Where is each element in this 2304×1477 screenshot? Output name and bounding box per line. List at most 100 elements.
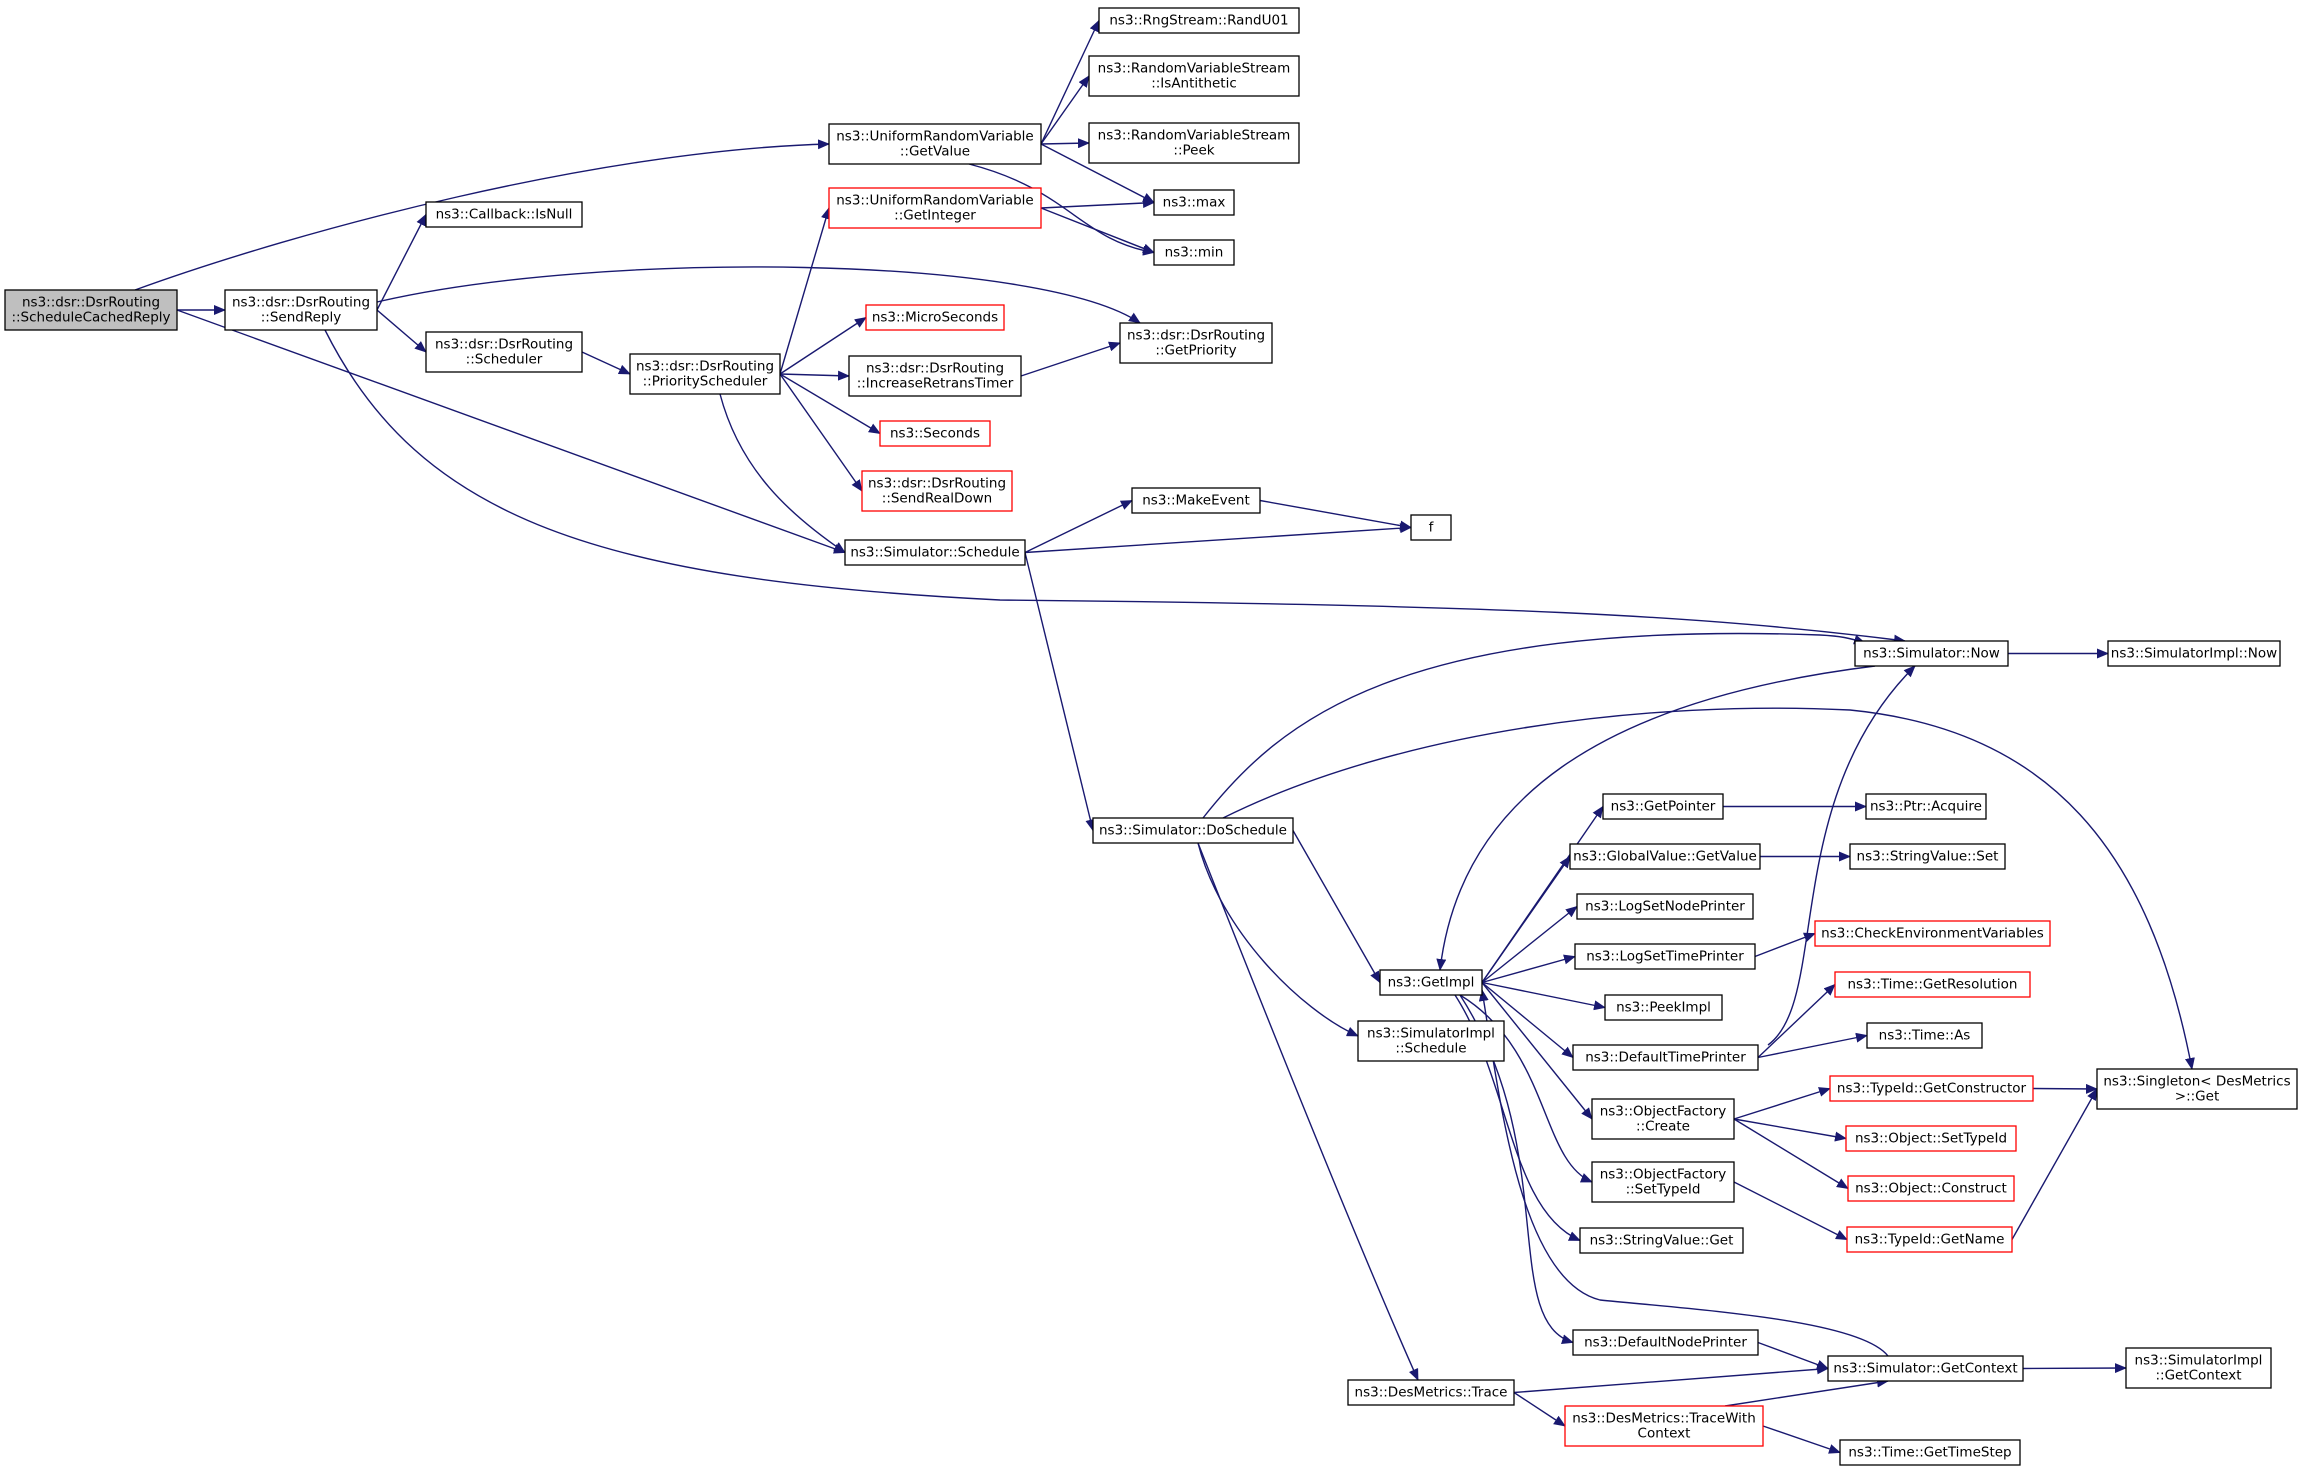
edge-getimpl-to-logsetnodeprinter	[1481, 905, 1578, 984]
node-isantithetic[interactable]: ns3::RandomVariableStream::IsAntithetic	[1088, 55, 1300, 97]
node-stringvalue-get[interactable]: ns3::StringValue::Get	[1579, 1227, 1744, 1254]
node-label: ns3::Time::GetTimeStep	[1848, 1445, 2011, 1461]
node-simimpl-now[interactable]: ns3::SimulatorImpl::Now	[2107, 640, 2281, 667]
node-box	[1357, 1020, 1505, 1062]
node-objfactory-settypeid[interactable]: ns3::ObjectFactory::SetTypeId	[1591, 1161, 1735, 1203]
edge-getimpl-to-objfactory_settypeid	[1459, 994, 1593, 1183]
node-min[interactable]: ns3::min	[1153, 239, 1235, 266]
node-sendreply[interactable]: ns3::dsr::DsrRouting::SendReply	[224, 289, 378, 331]
node-urv-getinteger[interactable]: ns3::UniformRandomVariable::GetInteger	[828, 187, 1042, 229]
node-label: ns3::dsr::DsrRouting	[868, 476, 1006, 492]
node-box	[865, 304, 1005, 331]
node-label: ns3::TypeId::GetConstructor	[1837, 1081, 2027, 1097]
node-stringvalue-set[interactable]: ns3::StringValue::Set	[1849, 843, 2006, 870]
node-label: ns3::DefaultNodePrinter	[1584, 1335, 1747, 1351]
node-box	[1347, 1379, 1515, 1406]
node-root: ns3::dsr::DsrRouting::ScheduleCachedRepl…	[4, 289, 178, 331]
node-logsettimeprinter[interactable]: ns3::LogSetTimePrinter	[1574, 943, 1756, 970]
node-label: ns3::UniformRandomVariable	[836, 193, 1034, 209]
node-label: ::GetPriority	[1155, 343, 1236, 359]
node-object-construct[interactable]: ns3::Object::Construct	[1847, 1175, 2015, 1202]
node-max[interactable]: ns3::max	[1153, 189, 1235, 216]
node-label: ns3::RandomVariableStream	[1098, 128, 1291, 144]
node-sim-now[interactable]: ns3::Simulator::Now	[1854, 640, 2009, 667]
node-box	[1579, 1227, 1744, 1254]
node-checkenv[interactable]: ns3::CheckEnvironmentVariables	[1814, 920, 2051, 947]
node-box	[1829, 1075, 2034, 1102]
node-defaulttimeprinter[interactable]: ns3::DefaultTimePrinter	[1572, 1044, 1759, 1071]
node-getpriority[interactable]: ns3::dsr::DsrRouting::GetPriority	[1119, 322, 1273, 364]
node-sendrealdown[interactable]: ns3::dsr::DsrRouting::SendRealDown	[861, 470, 1013, 512]
edge-scheduler-to-prioritysched	[581, 351, 631, 375]
node-time-gettimestep[interactable]: ns3::Time::GetTimeStep	[1839, 1439, 2021, 1466]
node-box	[1839, 1439, 2021, 1466]
node-box	[1088, 122, 1300, 164]
node-box	[1866, 1022, 1983, 1049]
node-microseconds[interactable]: ns3::MicroSeconds	[865, 304, 1005, 331]
node-logsetnodeprinter[interactable]: ns3::LogSetNodePrinter	[1576, 893, 1754, 920]
node-label: ns3::dsr::DsrRouting	[232, 295, 370, 311]
node-singleton-get[interactable]: ns3::Singleton< DesMetrics >::Get	[2096, 1068, 2298, 1110]
node-globalvalue-getvalue[interactable]: ns3::GlobalValue::GetValue	[1569, 843, 1761, 870]
edge-sendreply-to-isnull	[376, 213, 427, 311]
node-label: ns3::GetImpl	[1388, 975, 1475, 991]
edge-sim_schedule-to-doschedule	[1024, 552, 1096, 832]
node-objfactory-create[interactable]: ns3::ObjectFactory::Create	[1591, 1098, 1735, 1140]
node-label: ns3::Object::Construct	[1855, 1181, 2007, 1197]
edge-doschedule-to-getimpl	[1292, 830, 1381, 984]
node-getimpl[interactable]: ns3::GetImpl	[1379, 969, 1483, 996]
node-randu01[interactable]: ns3::RngStream::RandU01	[1098, 7, 1300, 34]
edge-objfactory_settypeid-to-typeid_getname	[1733, 1181, 1848, 1241]
node-label: ns3::dsr::DsrRouting	[866, 361, 1004, 377]
node-sim-schedule[interactable]: ns3::Simulator::Schedule	[844, 539, 1026, 566]
node-defaultnodeprinter[interactable]: ns3::DefaultNodePrinter	[1572, 1329, 1759, 1356]
node-box	[1604, 994, 1723, 1021]
node-box	[1591, 1161, 1735, 1203]
node-time-getresolution[interactable]: ns3::Time::GetResolution	[1834, 971, 2031, 998]
node-simimpl-schedule[interactable]: ns3::SimulatorImpl::Schedule	[1357, 1020, 1505, 1062]
edge-urv_getinteger-to-min	[1040, 207, 1155, 254]
node-label: ns3::MakeEvent	[1142, 493, 1250, 509]
node-box	[1854, 640, 2009, 667]
node-urv-getvalue[interactable]: ns3::UniformRandomVariable::GetValue	[828, 123, 1042, 165]
node-label: ns3::Simulator::GetContext	[1833, 1361, 2017, 1377]
node-makeevent[interactable]: ns3::MakeEvent	[1131, 487, 1261, 514]
node-peekimpl[interactable]: ns3::PeekImpl	[1604, 994, 1723, 1021]
node-peek[interactable]: ns3::RandomVariableStream::Peek	[1088, 122, 1300, 164]
node-label: ns3::GlobalValue::GetValue	[1573, 849, 1757, 865]
node-prioritysched[interactable]: ns3::dsr::DsrRouting::PriorityScheduler	[629, 353, 781, 395]
node-typeid-getconstructor[interactable]: ns3::TypeId::GetConstructor	[1829, 1075, 2034, 1102]
edge-sim_getcontext-to-getimpl	[1478, 989, 1889, 1357]
node-label: ns3::Time::GetResolution	[1847, 977, 2017, 993]
node-isnull[interactable]: ns3::Callback::IsNull	[425, 201, 583, 228]
node-label: ns3::StringValue::Set	[1857, 849, 1999, 865]
node-typeid-getname[interactable]: ns3::TypeId::GetName	[1846, 1226, 2013, 1253]
edge-doschedule-to-desmetrics_trace	[1197, 842, 1419, 1381]
node-label: ns3::LogSetNodePrinter	[1585, 899, 1745, 915]
node-box	[1098, 7, 1300, 34]
node-object-settypeid[interactable]: ns3::Object::SetTypeId	[1845, 1125, 2017, 1152]
node-label: ns3::MicroSeconds	[872, 310, 998, 326]
node-label: ::PriorityScheduler	[643, 374, 768, 390]
node-increaseretrans[interactable]: ns3::dsr::DsrRouting::IncreaseRetransTim…	[848, 355, 1022, 397]
node-desmetrics-trace[interactable]: ns3::DesMetrics::Trace	[1347, 1379, 1515, 1406]
node-box	[1569, 843, 1761, 870]
node-label: ns3::dsr::DsrRouting	[636, 359, 774, 375]
node-ptr-acquire[interactable]: ns3::Ptr::Acquire	[1865, 793, 1987, 820]
edge-prioritysched-to-sim_schedule	[719, 393, 846, 554]
node-sim-getcontext[interactable]: ns3::Simulator::GetContext	[1827, 1355, 2024, 1382]
edge-root-to-urv_getvalue	[134, 139, 830, 291]
node-scheduler[interactable]: ns3::dsr::DsrRouting::Scheduler	[425, 331, 583, 373]
node-box	[2125, 1347, 2272, 1389]
node-getpointer[interactable]: ns3::GetPointer	[1602, 793, 1724, 820]
node-time-as[interactable]: ns3::Time::As	[1866, 1022, 1983, 1049]
node-simimpl-getcontext[interactable]: ns3::SimulatorImpl::GetContext	[2125, 1347, 2272, 1389]
node-doschedule[interactable]: ns3::Simulator::DoSchedule	[1092, 817, 1294, 844]
edge-urv_getvalue-to-randu01	[1040, 19, 1100, 145]
edge-getimpl-to-objfactory_create	[1481, 982, 1593, 1120]
node-seconds[interactable]: ns3::Seconds	[879, 420, 991, 447]
edge-sim_getcontext-to-simimpl_getcontext	[2022, 1363, 2127, 1374]
node-f[interactable]: f	[1410, 514, 1452, 541]
